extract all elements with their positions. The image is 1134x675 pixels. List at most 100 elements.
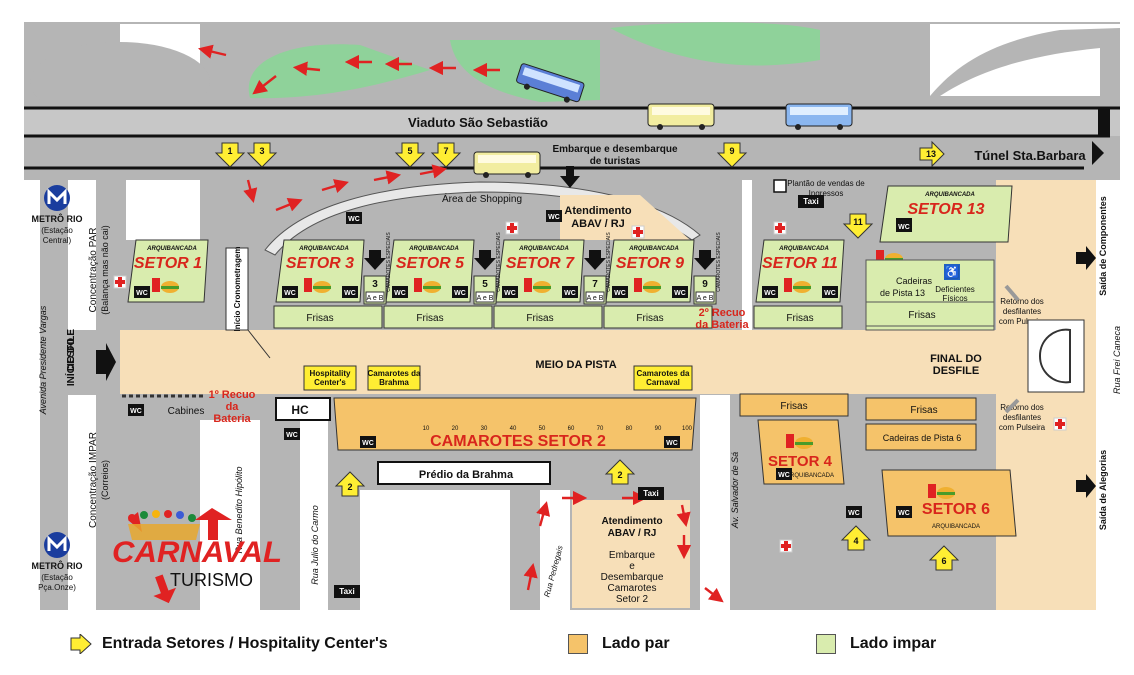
arrow-down-icon	[560, 166, 580, 188]
wc-icon: WC	[346, 212, 362, 224]
viaduct	[24, 108, 1120, 136]
wc-icon: WC	[846, 506, 862, 518]
arquibancada-label: ARQUIBANCADA	[408, 246, 459, 252]
concentracao-par-note: (Balança mas não cai)	[100, 225, 110, 315]
taxi-text: Taxi	[339, 587, 354, 596]
hospitality-callout-text: Center's	[314, 378, 346, 387]
legend-par: Lado par	[568, 630, 670, 658]
cadeiras13-label: Cadeiras	[896, 276, 933, 286]
entrance-number: 2	[347, 482, 352, 492]
setor-name: SETOR 7	[506, 255, 575, 272]
embarque-camarotes-label: Camarotes	[608, 583, 657, 594]
accessibility-icon	[944, 264, 960, 280]
wc-text: WC	[286, 432, 298, 439]
entrance-number: 13	[926, 149, 936, 159]
ruler-tick: 70	[597, 426, 604, 432]
entrance-number: 6	[941, 556, 946, 566]
road-label: Rua Julio do Carmo	[310, 505, 320, 585]
arquibancada-label: ARQUIBANCADA	[298, 246, 349, 252]
arquibancada-label: ARQUIBANCADA	[932, 524, 980, 530]
recuo-2-label: da Bateria	[695, 319, 749, 331]
wc-text: WC	[454, 290, 466, 297]
frisas-label: Frisas	[908, 310, 935, 321]
deficientes-label: Físicos	[942, 294, 967, 303]
taxi-text: Taxi	[643, 489, 658, 498]
wc-text: WC	[666, 440, 678, 447]
wc-text: WC	[824, 290, 836, 297]
camarotes-brahma-callout-text: Camarotes da	[368, 369, 421, 378]
wc-icon: WC	[360, 436, 376, 448]
wc-icon: WC	[664, 436, 680, 448]
entrance-arrow-icon: 5	[394, 142, 426, 168]
road-label: Rua Benedito Hipólito	[234, 466, 244, 553]
entrance-number: 4	[853, 536, 858, 546]
wc-text: WC	[136, 290, 148, 297]
arquibancada-label: ARQUIBANCADA	[628, 246, 679, 252]
wc-icon: WC	[896, 220, 912, 232]
camarotes-especiais-label: CAMAROTES ESPECIAIS	[386, 232, 392, 292]
arrow-down-icon	[474, 250, 496, 270]
entrance-number: 2	[617, 470, 622, 480]
wc-text: WC	[778, 472, 790, 479]
plantao-label: Ingressos	[809, 189, 844, 198]
frisas-label: Frisas	[636, 313, 663, 324]
deficientes-label: Deficientes	[935, 285, 975, 294]
food-icon	[784, 278, 811, 293]
entrance-arrow-icon: 11	[842, 213, 874, 239]
entrance-number: 5	[407, 146, 412, 156]
entrance-arrow-icon: 2	[604, 459, 636, 485]
recuo-1-label: 1º Recuo	[209, 389, 256, 401]
svg-text:TURISMO: TURISMO	[170, 570, 253, 590]
setor-name: SETOR 5	[396, 255, 465, 272]
wc-icon: WC	[762, 286, 778, 298]
arrow-down-icon	[694, 250, 716, 270]
parade-track	[120, 330, 1096, 394]
arquibancada-label: ARQUIBANCADA	[146, 246, 197, 252]
camarotes-especiais-label: CAMAROTES ESPECIAIS	[606, 232, 612, 292]
retorno-bottom-label: com Pulseira	[999, 423, 1046, 432]
entrance-arrow-icon	[70, 634, 92, 654]
food-icon	[634, 278, 661, 293]
inicio-cronometragem: Início Cronometragem	[225, 247, 271, 359]
cadeiras-6: Cadeiras de Pista 6	[865, 423, 977, 451]
frisas-label: Frisas	[526, 313, 553, 324]
bus-icon	[473, 151, 541, 178]
frisas-block: Frisas	[753, 305, 843, 329]
atendimento-bottom-label: ABAV / RJ	[608, 528, 657, 539]
embarque-camarotes-label: Setor 2	[616, 594, 649, 605]
setor-13-block	[865, 259, 995, 331]
embarque-camarotes-label: Desembarque	[601, 572, 664, 583]
entrance-arrow-icon: 9	[716, 142, 748, 168]
atendimento-top-area	[560, 195, 690, 240]
arquibancada-label: ARQUIBANCADA	[786, 473, 834, 479]
ruler-tick: 80	[626, 426, 633, 432]
entrance-arrow-icon: 1	[214, 142, 246, 168]
wc-text: WC	[898, 510, 910, 517]
wc-icon: WC	[546, 210, 562, 222]
aeb-label: A e B	[477, 295, 494, 302]
wc-text: WC	[764, 290, 776, 297]
setor-name: SETOR 13	[907, 201, 984, 218]
wc-text: WC	[564, 290, 576, 297]
ticket-booth-icon	[773, 179, 787, 193]
legend-entrances: Entrada Setores / Hospitality Center's	[70, 630, 388, 658]
entrance-number: 7	[443, 146, 448, 156]
setor-name: SETOR 9	[616, 255, 684, 272]
entrance-number: 1	[227, 146, 232, 156]
retorno-top-label: Retorno dos	[1000, 297, 1044, 306]
atendimento-bottom-label: Atendimento	[601, 516, 662, 527]
metro-brand: METRÔ RIO	[32, 213, 83, 224]
camarote-number: 7	[592, 279, 598, 290]
retorno-bottom-label: desfilantes	[1003, 413, 1041, 422]
camarote-number: 3	[372, 279, 378, 290]
accessibility-glyph: ♿	[945, 265, 960, 279]
embarque-area	[572, 500, 690, 608]
